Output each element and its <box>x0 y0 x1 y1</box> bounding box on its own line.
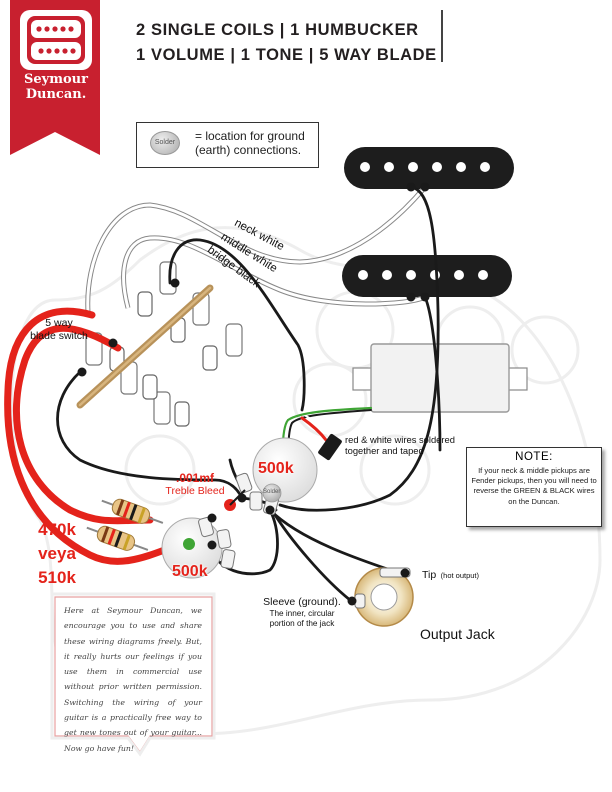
solder-dot-label: Solder <box>154 139 176 146</box>
middle-pickup <box>342 255 512 297</box>
jack-sleeve-desc: The inner, circular portion of the jack <box>269 609 335 628</box>
jack-sleeve-label: Sleeve (ground). The inner, circular por… <box>256 596 348 629</box>
title-line1: 2 SINGLE COILS | 1 HUMBUCKER <box>136 21 419 39</box>
letter-text: Here at Seymour Duncan, we encourage you… <box>64 606 202 753</box>
tone-pot <box>161 516 236 579</box>
note-title: NOTE: <box>515 451 553 463</box>
five-way-switch <box>76 261 243 427</box>
title-divider <box>441 10 443 62</box>
red-white-label: red & white wires soldered together and … <box>345 434 455 456</box>
resistor-label: 470k veya 510k <box>32 518 82 590</box>
capacitor-label: .001mf Treble Bleed <box>150 472 240 498</box>
resistor-line1: 470k <box>38 520 76 539</box>
taped-wire-end <box>318 433 342 461</box>
legend-text: = location for ground (earth) connection… <box>195 129 305 157</box>
pot-solder-mark: Solder <box>263 489 281 495</box>
resistor-lower <box>86 525 149 551</box>
jack-sleeve-text: Sleeve (ground). <box>263 596 341 608</box>
humbucker-pickup <box>352 343 528 413</box>
white-wires <box>85 185 427 313</box>
black-wires <box>56 185 442 602</box>
output-jack-title: Output Jack <box>420 626 495 642</box>
note-box <box>466 447 602 527</box>
jack-tip-label: Tip (hot output) <box>422 565 479 583</box>
note-body: If your neck & middle pickups are Fender… <box>471 466 597 506</box>
resistor-upper <box>101 498 164 524</box>
switch-label-line2: blade switch <box>30 330 88 342</box>
logo-text: Seymour Duncan. <box>14 72 98 102</box>
switch-label-line1: 5 way <box>45 317 73 329</box>
resistor-line2: veya <box>38 544 76 563</box>
volume-pot-value: 500k <box>258 460 294 477</box>
letter-card <box>50 592 216 757</box>
solder-points <box>77 182 430 606</box>
jack-tip-sub: (hot output) <box>440 571 480 580</box>
neck-pickup <box>344 147 514 189</box>
capacitor-name: Treble Bleed <box>165 485 225 497</box>
treble-bleed-cap <box>224 489 246 511</box>
jack-tip-text: Tip <box>422 569 437 581</box>
tone-pot-value: 500k <box>172 563 208 580</box>
seymour-duncan-logo <box>10 0 100 155</box>
red-wires <box>4 307 182 565</box>
switch-label: 5 way blade switch <box>20 317 98 343</box>
logo-line1: Seymour <box>24 72 88 87</box>
solder-dot-icon: Solder <box>150 131 180 155</box>
title-line2: 1 VOLUME | 1 TONE | 5 WAY BLADE <box>136 46 437 64</box>
logo-line2: Duncan. <box>25 87 87 102</box>
capacitor-value: .001mf <box>175 471 215 485</box>
output-jack <box>354 567 414 627</box>
resistor-line3: 510k <box>38 568 76 587</box>
